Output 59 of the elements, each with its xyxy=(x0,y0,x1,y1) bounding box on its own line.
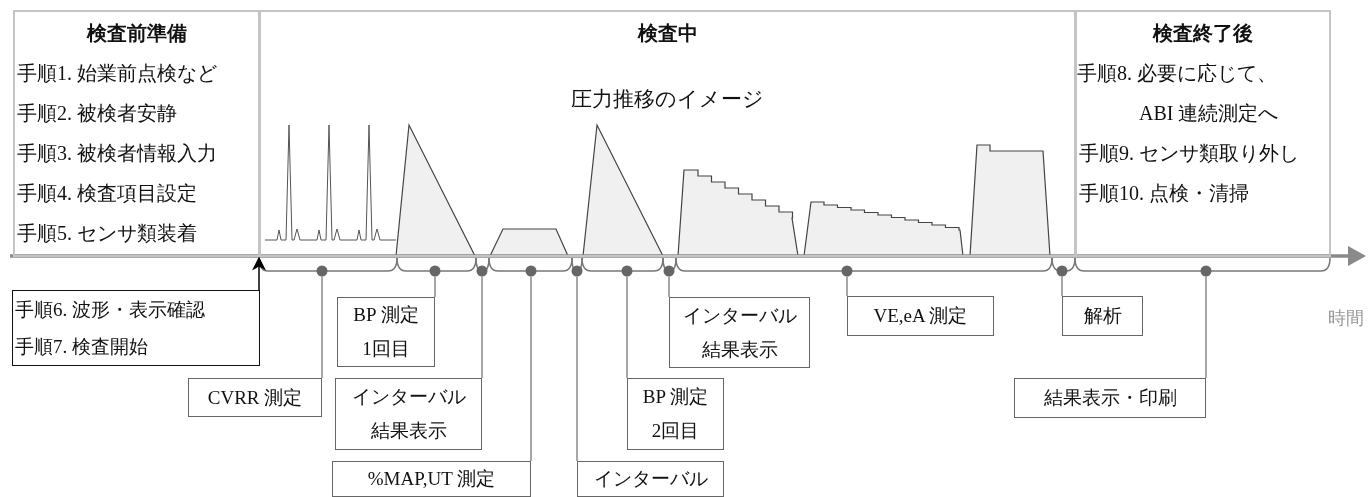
step-label-box xyxy=(1062,296,1143,336)
step-label-box xyxy=(669,297,810,368)
leader-line xyxy=(434,275,436,298)
step-label: インターバル xyxy=(592,467,709,491)
step-label: %MAP,UT 測定 xyxy=(366,467,497,491)
chart-caption: 圧力推移のイメージ xyxy=(570,86,765,113)
leader-line xyxy=(846,275,848,297)
phase-heading: 検査中 xyxy=(636,20,699,47)
time-bracket xyxy=(396,257,477,277)
time-bracket xyxy=(488,257,573,277)
arrow xyxy=(252,256,266,291)
step-text: 手順3. 被検者情報入力 xyxy=(16,141,218,166)
time-bracket xyxy=(1074,257,1331,277)
leader-line xyxy=(321,275,323,379)
step-text: 手順1. 始業前点検など xyxy=(16,61,218,86)
step-label-box xyxy=(188,378,322,417)
step-text: 手順9. センサ類取り外し xyxy=(1078,141,1300,166)
step-label-box xyxy=(1014,378,1206,418)
phase-heading: 検査前準備 xyxy=(85,20,188,47)
leader-line xyxy=(481,275,483,379)
step-label-box xyxy=(332,461,531,497)
step-label: インターバル結果表示 xyxy=(350,385,467,443)
step-label-box xyxy=(627,378,724,450)
step-text: 手順6. 波形・表示確認 xyxy=(15,298,206,322)
leader-line xyxy=(626,275,628,379)
step-label: 解析 xyxy=(1082,304,1123,328)
axis-label: 時間 xyxy=(1328,306,1364,330)
phase-heading: 検査終了後 xyxy=(1151,20,1254,47)
time-bracket xyxy=(662,257,677,277)
step-label: インターバル結果表示 xyxy=(681,303,798,362)
phase-panel xyxy=(1075,10,1331,257)
step-label: BP 測定 2回目 xyxy=(641,385,710,443)
step-text: 手順4. 検査項目設定 xyxy=(16,181,198,206)
phase-panel xyxy=(259,10,1076,257)
step-label: CVRR 測定 xyxy=(206,385,304,410)
time-bracket xyxy=(571,257,583,277)
step-text: 手順7. 検査開始 xyxy=(15,335,149,359)
step-box xyxy=(12,290,260,366)
step-text: 手順5. センサ類装着 xyxy=(16,221,198,246)
step-label-box xyxy=(847,296,994,336)
time-bracket xyxy=(675,257,1053,277)
leader-line xyxy=(668,275,670,298)
step-label: BP 測定 1回目 xyxy=(352,303,420,361)
time-bracket xyxy=(581,257,664,277)
step-label-box xyxy=(335,378,482,450)
time-bracket xyxy=(475,257,490,277)
phase-panel xyxy=(13,10,260,257)
step-text: 手順8. 必要に応じて、 ABI 連続測定へ xyxy=(1077,61,1280,126)
leader-line xyxy=(530,275,532,462)
step-label-box xyxy=(577,461,724,497)
step-label: 結果表示・印刷 xyxy=(1042,386,1178,410)
leader-line xyxy=(1205,275,1207,379)
leader-line xyxy=(576,275,578,462)
step-text: 手順10. 点検・清掃 xyxy=(1078,181,1250,206)
step-label-box xyxy=(337,297,435,367)
step-label: VE,eA 測定 xyxy=(872,304,969,328)
time-bracket xyxy=(1051,257,1076,277)
step-text: 手順2. 被検者安静 xyxy=(16,101,178,126)
leader-line xyxy=(1061,275,1063,297)
